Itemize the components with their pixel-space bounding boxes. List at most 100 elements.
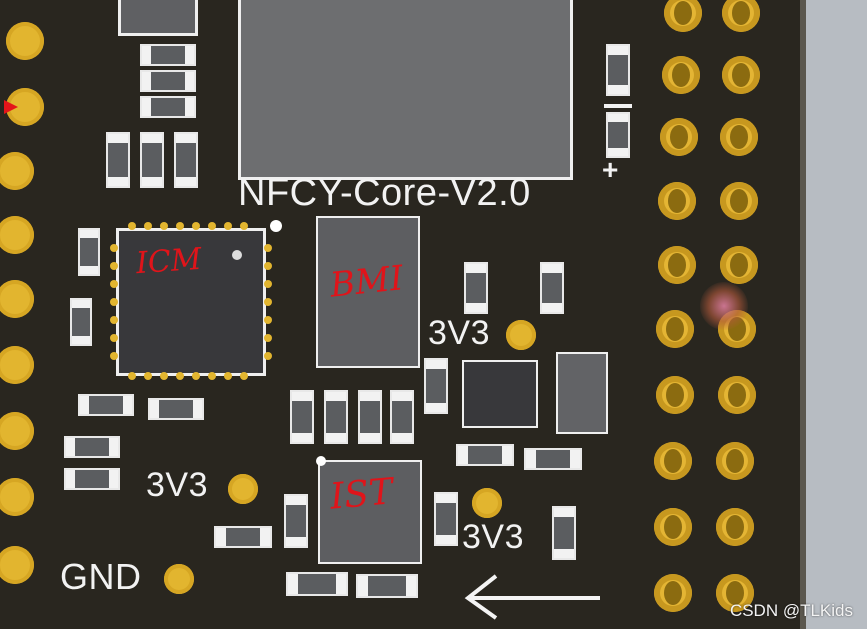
header-pin (716, 508, 754, 546)
shield-module (238, 0, 573, 180)
capacitor (606, 44, 630, 96)
capacitor (140, 132, 164, 188)
edge-pad (0, 216, 34, 254)
capacitor (552, 506, 576, 560)
capacitor (390, 390, 414, 444)
capacitor (324, 390, 348, 444)
pin1-dot (232, 250, 242, 260)
capacitor (78, 228, 100, 276)
header-pin (662, 56, 700, 94)
resistor (148, 398, 204, 420)
label-gnd: GND (60, 556, 142, 597)
edge-pad (0, 152, 34, 190)
qfn-pad (110, 262, 118, 270)
qfn-pad (264, 262, 272, 270)
capacitor (424, 358, 448, 414)
capacitor (358, 390, 382, 444)
qfn-pad (176, 372, 184, 380)
resistor (140, 96, 196, 118)
annotation-bmi: BMI (328, 258, 406, 306)
header-pin (654, 442, 692, 480)
header-pin (718, 376, 756, 414)
header-pin (716, 574, 754, 612)
resistor (140, 70, 196, 92)
resistor (524, 448, 582, 470)
qfn-pad (192, 372, 200, 380)
qfn-pad (240, 372, 248, 380)
qfn-pad (110, 244, 118, 252)
capacitor (106, 132, 130, 188)
test-pad-3v3 (228, 474, 258, 504)
qfn-pad (160, 222, 168, 230)
edge-pad (0, 478, 34, 516)
header-pin (660, 118, 698, 156)
edge-pad (6, 22, 44, 60)
ist-chip (318, 460, 422, 564)
header-pin (654, 508, 692, 546)
qfn-pad (224, 222, 232, 230)
header-pin (658, 182, 696, 220)
header-pin (664, 0, 702, 32)
qfn-pad (264, 298, 272, 306)
annotation-ist: IST (328, 471, 395, 518)
header-pin (720, 118, 758, 156)
qfn-pad (264, 334, 272, 342)
test-pad-3v3 (472, 488, 502, 518)
qfn-pad (240, 222, 248, 230)
header-pin (720, 246, 758, 284)
qfn-pad (144, 222, 152, 230)
resistor (286, 572, 348, 596)
capacitor (174, 132, 198, 188)
capacitor (70, 298, 92, 346)
capacitor (606, 112, 630, 158)
qfn-pad (264, 352, 272, 360)
qfn-pad (128, 222, 136, 230)
resistor (356, 574, 418, 598)
edge-pad (0, 346, 34, 384)
qfn-pad (264, 244, 272, 252)
pin1-dot (270, 220, 282, 232)
capacitor (540, 262, 564, 314)
header-pin (720, 182, 758, 220)
qfn-pad (208, 372, 216, 380)
header-pin (654, 574, 692, 612)
qfn-pad (264, 280, 272, 288)
qfn-pad (208, 222, 216, 230)
header-pin (658, 246, 696, 284)
plus-sign: + (602, 154, 619, 185)
qfn-pad (128, 372, 136, 380)
edge-pad (0, 546, 34, 584)
tantalum-cap (556, 352, 608, 434)
resistor (456, 444, 514, 466)
regulator-ic (462, 360, 538, 428)
crystal-component (118, 0, 198, 36)
capacitor (464, 262, 488, 314)
capacitor (290, 390, 314, 444)
annotation-icm: ICM (134, 241, 203, 282)
edge-pad (0, 412, 34, 450)
header-pin (722, 0, 760, 32)
watermark: CSDN @TLKids (729, 601, 853, 620)
pcb-board: + NFCY-Core-V2.0 ICM BMI 3V3 (0, 0, 806, 629)
qfn-pad (176, 222, 184, 230)
red-marker-icon (4, 100, 18, 114)
label-3v3-upper: 3V3 (428, 314, 490, 352)
resistor (64, 468, 120, 490)
capacitor (434, 492, 458, 546)
qfn-pad (110, 334, 118, 342)
label-3v3-left: 3V3 (146, 466, 208, 504)
resistor (78, 394, 134, 416)
arrow-left-icon (464, 574, 600, 620)
qfn-pad (110, 280, 118, 288)
board-title: NFCY-Core-V2.0 (238, 172, 531, 214)
lens-flare (700, 282, 748, 330)
test-pad-3v3 (506, 320, 536, 350)
resistor (214, 526, 272, 548)
header-pin (656, 376, 694, 414)
edge-pad (0, 280, 34, 318)
qfn-pad (224, 372, 232, 380)
qfn-pad (110, 316, 118, 324)
header-pin (722, 56, 760, 94)
qfn-pad (110, 298, 118, 306)
label-3v3-lower: 3V3 (462, 518, 524, 556)
